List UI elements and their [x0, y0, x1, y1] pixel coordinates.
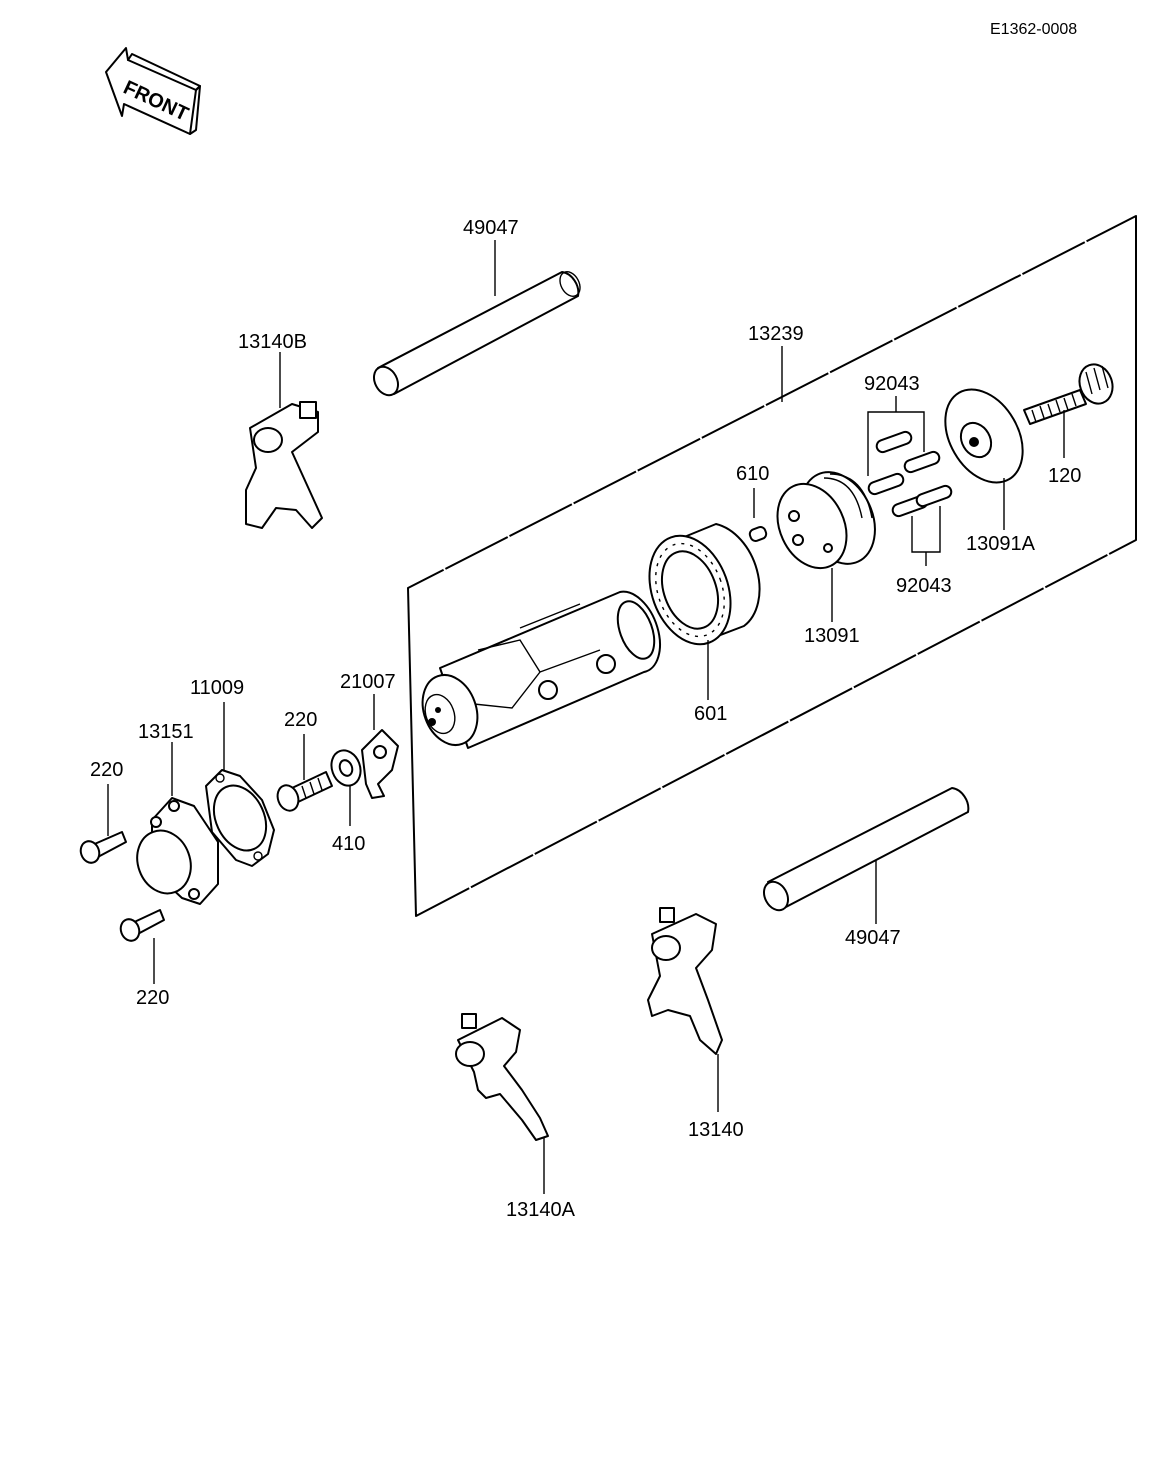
label-13140A: 13140A: [506, 1199, 576, 1221]
label-21007: 21007: [340, 671, 396, 693]
label-13151: 13151: [138, 721, 194, 743]
front-arrow-icon: FRONT: [105, 47, 201, 135]
label-220-left: 220: [90, 759, 123, 781]
pins-92043: [867, 430, 953, 518]
cover-13151: [136, 797, 219, 905]
label-13140: 13140: [688, 1119, 744, 1141]
gasket-11009: [205, 769, 275, 867]
label-220-bottom: 220: [136, 987, 169, 1009]
shift-fork-13140B: [245, 401, 323, 529]
label-610: 610: [736, 463, 769, 485]
pin-610: [748, 526, 768, 542]
leader-92043-lower: [911, 506, 941, 553]
label-13091: 13091: [804, 625, 860, 647]
label-49047-upper: 49047: [463, 217, 519, 239]
drawing-code: E1362-0008: [990, 21, 1077, 38]
label-92043-upper: 92043: [864, 373, 920, 395]
label-11009: 11009: [190, 677, 244, 699]
assembly-box: [407, 214, 1137, 918]
cam-plate-13091A: [944, 388, 1024, 484]
bearing-601: [648, 523, 761, 646]
label-13140B: 13140B: [238, 331, 307, 353]
screw-220-bottom: [119, 909, 165, 942]
label-120: 120: [1048, 465, 1081, 487]
screw-220-mid: [276, 771, 333, 812]
label-13239: 13239: [748, 323, 804, 345]
label-220-mid: 220: [284, 709, 317, 731]
label-92043-lower: 92043: [896, 575, 952, 597]
label-49047-lower: 49047: [845, 927, 901, 949]
shift-drum: [421, 590, 661, 749]
bolt-120: [1023, 363, 1114, 425]
label-410: 410: [332, 833, 365, 855]
shift-fork-13140A: [455, 1013, 549, 1141]
plate-21007: [361, 729, 399, 799]
label-601: 601: [694, 703, 727, 725]
screw-220-left: [79, 831, 127, 864]
shift-fork-13140: [647, 907, 723, 1055]
pin-plate-13091: [776, 471, 876, 570]
shift-rod-lower: [763, 787, 970, 912]
label-13091A: 13091A: [966, 533, 1036, 555]
washer-410: [330, 749, 362, 787]
shift-rod-upper: [373, 271, 581, 397]
